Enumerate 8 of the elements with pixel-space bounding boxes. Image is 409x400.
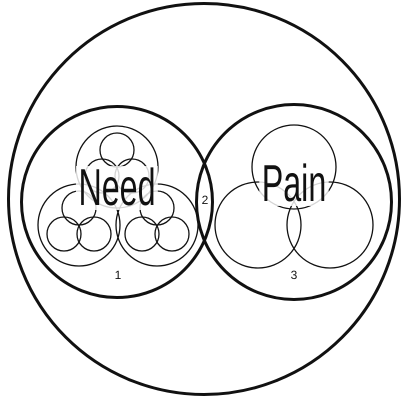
outer-circle xyxy=(7,2,401,396)
region-number: 2 xyxy=(202,194,208,206)
region-number: 1 xyxy=(114,269,122,281)
region-title: Pain xyxy=(259,162,329,206)
region-number: 3 xyxy=(290,269,298,281)
region-title: Need xyxy=(76,166,158,210)
circle xyxy=(195,103,393,301)
circle xyxy=(20,105,214,299)
